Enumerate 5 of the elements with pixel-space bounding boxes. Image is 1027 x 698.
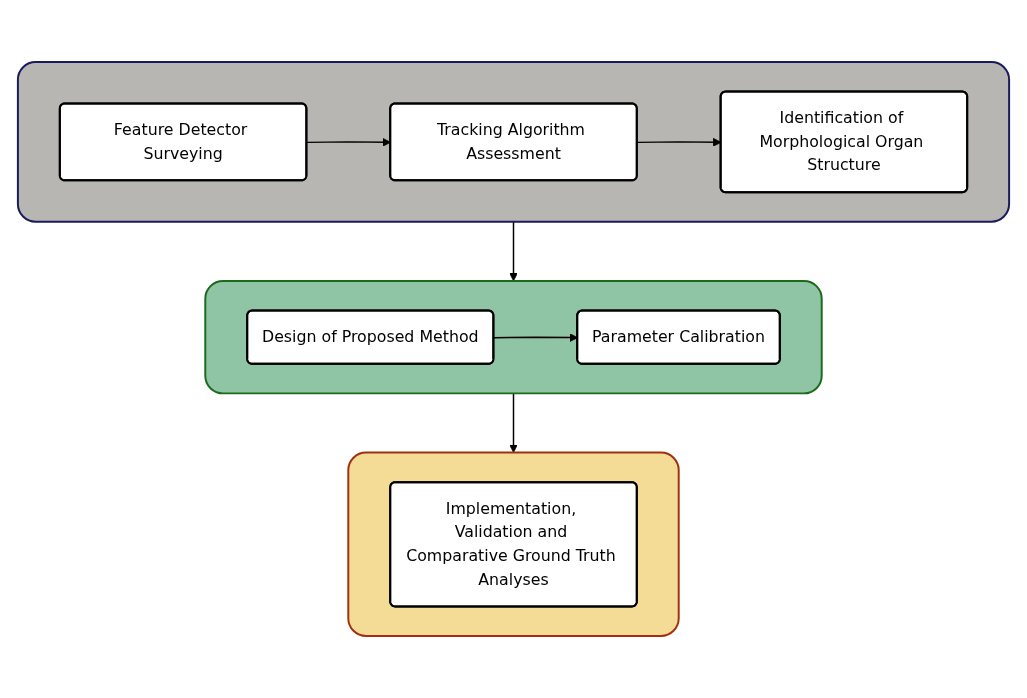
cluster [204, 279, 823, 395]
cluster [16, 61, 1011, 223]
arrow [509, 392, 518, 453]
arrow [509, 221, 518, 282]
cluster [347, 451, 680, 637]
